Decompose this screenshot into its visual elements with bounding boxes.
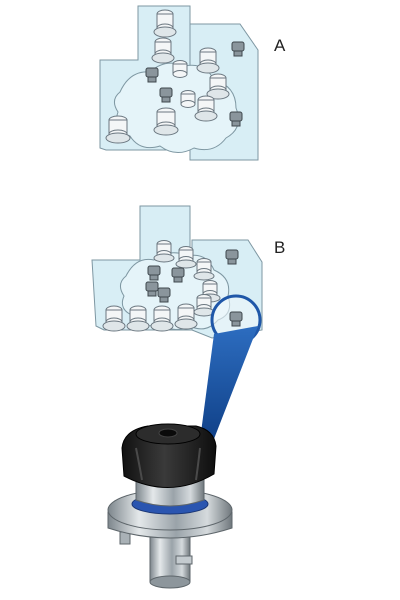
figure-b <box>91 205 263 346</box>
label-b: B <box>274 238 286 257</box>
highlighted-screw <box>229 311 243 327</box>
clamp-screws-b <box>145 249 239 303</box>
figure-a <box>99 5 259 161</box>
locating-pins-a <box>105 9 230 144</box>
clamp-screws-a <box>145 41 245 127</box>
label-a: A <box>274 36 286 55</box>
callout-beam <box>200 326 258 444</box>
knob-socket <box>158 428 178 438</box>
clamp-screw-detail <box>107 423 233 589</box>
locating-pins-b <box>102 240 221 332</box>
